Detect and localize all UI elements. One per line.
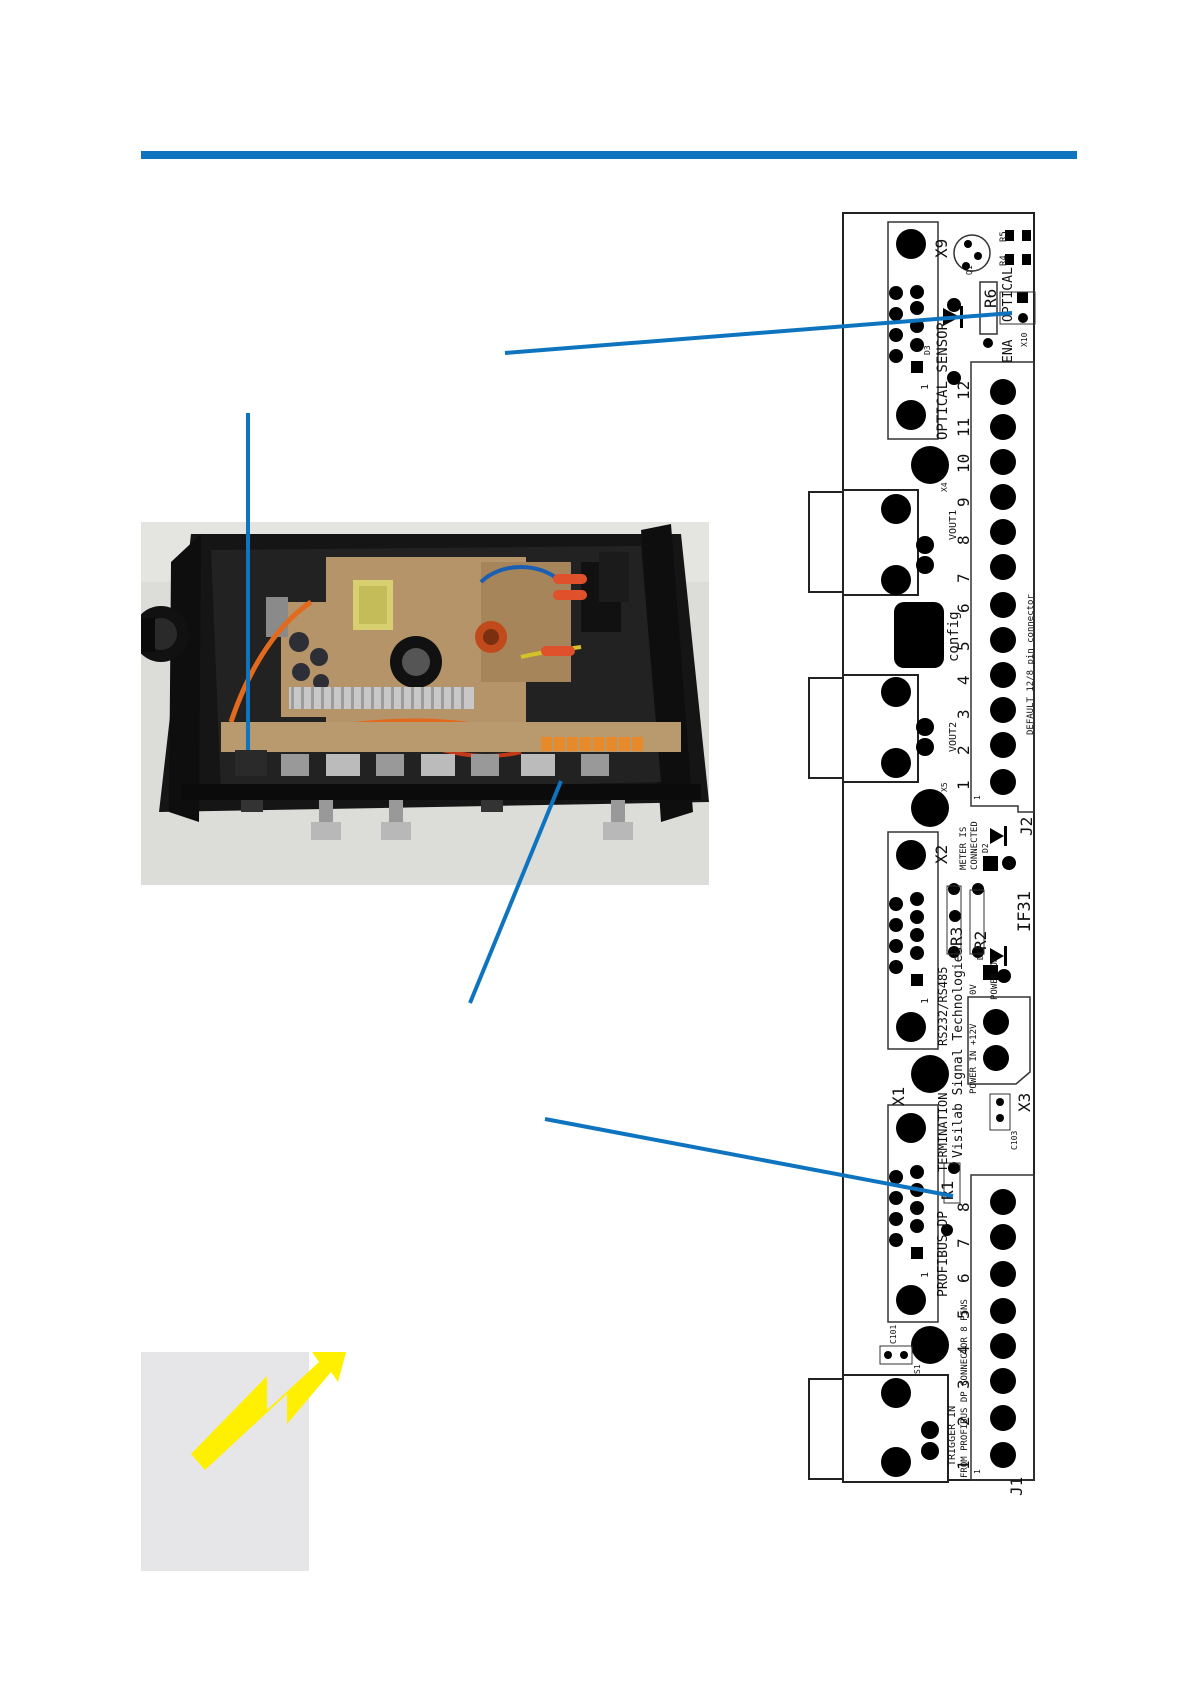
- label-if31: IF31: [1015, 891, 1035, 932]
- label-rs232: RS232/RS485: [936, 967, 950, 1046]
- label-vout2: VOUT2: [948, 722, 959, 752]
- j2-pin-number: 6: [954, 603, 973, 613]
- label-termination: TERMINATION: [936, 1093, 950, 1172]
- label-j2-pin1-marker: 1: [973, 795, 982, 800]
- label-trigger-in: TRIGGER IN: [947, 1406, 958, 1466]
- label-r6: R6: [981, 289, 1000, 308]
- label-vout1: VOUT1: [948, 510, 959, 540]
- label-config: config: [946, 611, 962, 662]
- label-d2: D2: [981, 843, 990, 853]
- label-optical: OPTICAL: [1001, 267, 1016, 322]
- label-default-connector: DEFAULT 12/8 pin connector: [1026, 594, 1036, 735]
- label-x3: X3: [1015, 1093, 1034, 1112]
- j2-pin-number: 10: [954, 454, 973, 473]
- label-x2-pin1-marker: 1: [920, 998, 931, 1004]
- label-optical-sensor: OPTICAL SENSOR: [935, 321, 951, 440]
- j1-pin-number: 2: [954, 1416, 973, 1426]
- j2-pin-number: 3: [954, 709, 973, 719]
- j1-pin-number: 3: [954, 1379, 973, 1389]
- label-s1: S1: [913, 1364, 922, 1374]
- lightning-warning-icon: [191, 1352, 347, 1470]
- label-r3: R3: [947, 927, 966, 946]
- label-visilab: Visilab Signal Technologies: [951, 947, 966, 1158]
- j1-pin-number: 1: [954, 1460, 973, 1470]
- j2-pin-number: 12: [954, 381, 973, 400]
- j2-pin-number: 1: [954, 780, 973, 790]
- label-x4: X4: [940, 482, 949, 492]
- label-r1: R1: [938, 1181, 957, 1200]
- warning-box: [141, 1352, 347, 1571]
- j1-pin-number: 4: [954, 1345, 973, 1355]
- j1-pin-numbers: 1 2 3 4 5 6 7 8: [954, 1202, 973, 1470]
- label-profibus-connector: FROM PROFIBUS DP CONNECTOR 8 PINS: [960, 1299, 970, 1478]
- label-j1: J1: [1007, 1477, 1026, 1496]
- label-d3: D3: [923, 345, 932, 355]
- label-ena: ENA: [1001, 339, 1016, 363]
- j2-pin-number: 5: [954, 641, 973, 651]
- j1-pin-number: 8: [954, 1202, 973, 1212]
- label-x2: X2: [932, 845, 951, 864]
- j2-pin-number: 7: [954, 573, 973, 583]
- label-power-ok: POWER OK: [990, 956, 1000, 1000]
- j2-pin-numbers: 1 2 3 4 5 6 7 8 9 10 11 12: [954, 381, 973, 790]
- label-r4: R4: [999, 255, 1009, 266]
- j1-pin-number: 6: [954, 1273, 973, 1283]
- j2-pin-number: 2: [954, 745, 973, 755]
- device-interior-photo: [141, 522, 709, 885]
- label-x1-pin1-marker: 1: [920, 1272, 931, 1278]
- label-x5: X5: [940, 782, 949, 792]
- label-r5: R5: [999, 231, 1009, 242]
- label-x9: X9: [932, 239, 951, 258]
- j2-pin-number: 8: [954, 535, 973, 545]
- label-r2: R2: [971, 931, 990, 950]
- j2-pin-number: 9: [954, 497, 973, 507]
- label-j1-pin1-marker: 1: [973, 1469, 982, 1474]
- label-power-in: POWER IN +12V: [969, 1023, 979, 1094]
- header-rule: [141, 151, 1077, 159]
- label-meter-line2: CONNECTED: [970, 821, 980, 870]
- j1-pin-number: 5: [954, 1309, 973, 1319]
- j2-pin-number: 4: [954, 675, 973, 685]
- j2-pin-number: 11: [954, 418, 973, 437]
- label-x9-pin1-marker: 1: [920, 384, 931, 390]
- label-ov: 0V: [969, 984, 979, 995]
- label-meter-line1: METER IS: [959, 827, 969, 870]
- label-c101: C101: [889, 1325, 898, 1344]
- label-profibus-dp: PROFIBUS DP: [936, 1211, 951, 1297]
- label-x1: X1: [889, 1087, 908, 1106]
- label-d1: D1: [976, 950, 985, 960]
- label-j2: J2: [1017, 817, 1036, 836]
- label-x10: X10: [1020, 332, 1029, 347]
- label-q1: Q1: [965, 265, 974, 275]
- label-c103: C103: [1010, 1131, 1019, 1150]
- j1-pin-number: 7: [954, 1238, 973, 1248]
